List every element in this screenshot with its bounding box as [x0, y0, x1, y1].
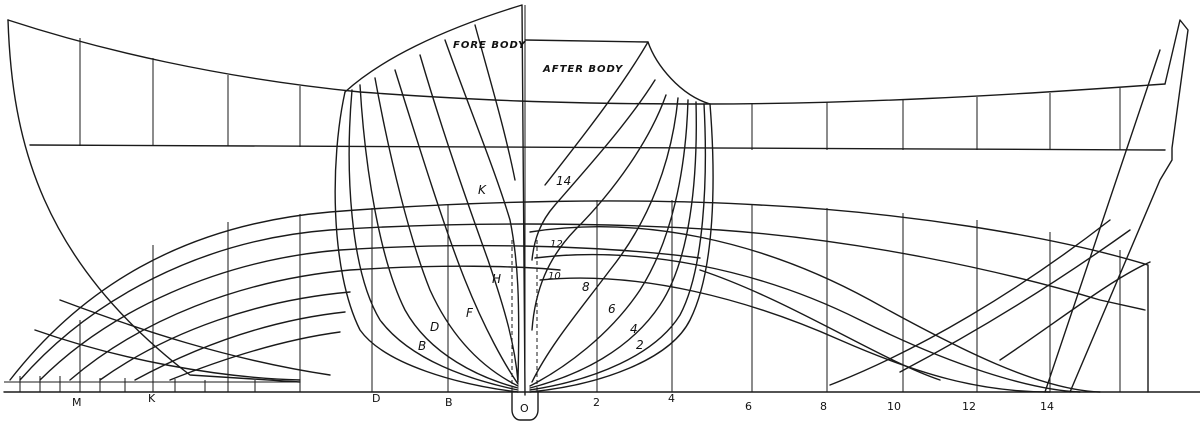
base-label-k: K	[148, 392, 156, 405]
base-label-12: 12	[962, 400, 976, 413]
buttock-line-1	[34, 329, 301, 381]
fore-section-h	[419, 54, 519, 383]
labels: FORE BODY AFTER BODY K H F D B 14 12 10 …	[72, 40, 1054, 415]
base-label-10: 10	[887, 400, 901, 413]
after-label-14: 14	[556, 174, 571, 188]
fore-body-heading: FORE BODY	[453, 40, 527, 51]
fore-label-f: F	[466, 306, 474, 320]
after-section-10	[531, 94, 667, 331]
after-section-2	[529, 103, 707, 391]
buttock-line-2	[59, 299, 331, 376]
diagonal-4	[699, 269, 941, 381]
half-breadth-plan	[3, 200, 1200, 393]
after-section-6	[529, 99, 689, 387]
after-section-4	[529, 101, 697, 389]
stern-post	[1069, 19, 1189, 393]
station-lines-upper	[79, 38, 1121, 150]
after-sections	[529, 41, 714, 393]
sheer-line	[7, 19, 1166, 105]
fore-section-d	[374, 77, 519, 387]
after-label-12: 12	[550, 239, 563, 250]
breadth-line-6	[169, 331, 341, 381]
diagonal-3	[539, 277, 1051, 393]
aft-section-c	[999, 261, 1151, 361]
fore-label-b: B	[418, 339, 426, 353]
fore-label-d: D	[430, 320, 439, 334]
breadth-line-4	[99, 291, 351, 381]
fore-label-h: H	[492, 272, 501, 286]
after-section-14	[544, 41, 649, 186]
base-label-m: M	[72, 396, 82, 409]
breadth-line-3	[69, 265, 561, 381]
after-body-heading: AFTER BODY	[542, 64, 624, 75]
base-label-8: 8	[820, 400, 827, 413]
fore-section-m	[474, 24, 516, 181]
half-breadth-outline	[9, 200, 1149, 393]
fore-section-2	[348, 89, 519, 391]
base-label-d: D	[372, 392, 380, 405]
after-label-4: 4	[630, 322, 638, 336]
midship-mark: O	[520, 402, 529, 415]
fore-section-k	[444, 39, 520, 381]
after-label-2: 2	[636, 338, 644, 352]
after-label-6: 6	[608, 302, 616, 316]
fore-body-top	[344, 4, 526, 396]
fore-label-k: K	[478, 183, 487, 197]
after-label-10: 10	[548, 271, 561, 282]
breadth-line-2	[39, 244, 701, 381]
fore-section-outer	[334, 91, 519, 393]
body-plan	[334, 5, 714, 421]
fore-section-f	[394, 69, 519, 385]
after-label-8: 8	[582, 280, 590, 294]
breadth-line-1	[19, 223, 1146, 381]
base-label-4: 4	[668, 392, 675, 405]
base-label-14: 14	[1040, 400, 1054, 413]
keel-mark	[511, 391, 539, 421]
after-section-8	[531, 97, 679, 383]
station-lines-lower	[79, 200, 1121, 392]
deck-line	[29, 144, 1166, 151]
after-section-12	[531, 79, 656, 261]
diagonal-1	[529, 226, 1101, 393]
baseline-hatch	[19, 376, 256, 392]
breadth-line-5	[134, 311, 346, 381]
bow-stem	[7, 19, 301, 383]
diagonal-2	[534, 253, 1081, 393]
after-section-outer	[529, 103, 714, 393]
rudder-post	[1044, 49, 1161, 393]
base-label-2: 2	[593, 396, 600, 409]
base-label-6: 6	[745, 400, 752, 413]
sheer-plan	[7, 4, 1189, 396]
aft-section-b	[899, 229, 1131, 373]
fore-sections	[334, 24, 520, 393]
fore-section-b	[359, 84, 519, 389]
base-label-b: B	[445, 396, 453, 409]
aft-section-a	[829, 219, 1111, 386]
after-body-top	[524, 39, 711, 105]
